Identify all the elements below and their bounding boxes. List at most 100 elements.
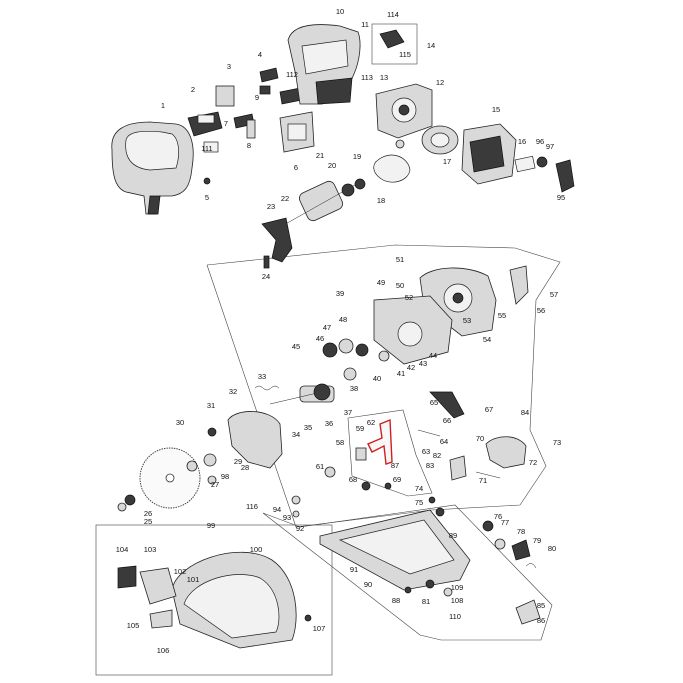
part-label-74: 74 (415, 484, 423, 493)
part-label-110: 110 (449, 612, 461, 621)
saw-blade (139, 447, 201, 509)
lever-62-highlighted (367, 418, 393, 465)
screw-81 (425, 579, 435, 589)
part-label-91: 91 (350, 565, 358, 574)
part-label-9: 9 (255, 93, 259, 102)
part-label-36: 36 (325, 419, 333, 428)
part-label-69: 69 (393, 475, 401, 484)
screw-31 (207, 427, 217, 437)
part-label-13: 13 (380, 73, 388, 82)
part-label-97: 97 (546, 142, 554, 151)
part-label-73: 73 (553, 438, 561, 447)
part-label-27: 27 (211, 480, 219, 489)
motor-housing (287, 24, 361, 105)
part-label-65: 65 (430, 398, 438, 407)
part-label-64: 64 (440, 437, 448, 446)
part-label-28: 28 (241, 463, 249, 472)
part-label-42: 42 (407, 363, 415, 372)
part-label-15: 15 (492, 105, 500, 114)
part-label-84: 84 (521, 408, 529, 417)
switch-lever (259, 67, 279, 83)
part-label-40: 40 (373, 374, 381, 383)
gear-housing-cover (419, 267, 497, 337)
part-label-82: 82 (433, 451, 441, 460)
part-label-66: 66 (443, 416, 451, 425)
brush-detail-box (371, 23, 418, 65)
part-label-45: 45 (292, 342, 300, 351)
bearing-40 (343, 367, 357, 381)
part-label-104: 104 (116, 545, 129, 554)
part-label-86: 86 (537, 616, 545, 625)
part-label-53: 53 (463, 316, 471, 325)
brush-holder (555, 159, 575, 193)
part-label-39: 39 (336, 289, 344, 298)
part-label-89: 89 (449, 531, 457, 540)
screw-69 (384, 482, 392, 490)
part-label-52: 52 (405, 293, 413, 302)
bracket-85 (515, 599, 541, 625)
part-label-77: 77 (501, 518, 509, 527)
part-label-48: 48 (339, 315, 347, 324)
part-label-46: 46 (316, 334, 324, 343)
armature (281, 178, 366, 227)
nut-76 (482, 520, 494, 532)
part-label-35: 35 (304, 423, 312, 432)
part-label-12: 12 (436, 78, 444, 87)
brush-cap (379, 29, 405, 49)
gear-46 (338, 338, 354, 354)
part-label-92: 92 (296, 524, 304, 533)
washer-18 (373, 154, 411, 183)
part-label-67: 67 (485, 405, 493, 414)
part-label-17: 17 (443, 157, 451, 166)
part-label-1: 1 (161, 101, 165, 110)
part-label-18: 18 (377, 196, 385, 205)
flange-26 (124, 494, 136, 506)
washer-108 (443, 587, 453, 597)
knob-83 (449, 455, 467, 481)
guard-32 (227, 411, 283, 469)
motor-assembly-frame (206, 244, 561, 528)
pin-9 (259, 85, 271, 95)
spring-80 (525, 563, 537, 569)
part-label-96: 96 (536, 137, 544, 146)
part-label-81: 81 (422, 597, 430, 606)
part-label-78: 78 (517, 527, 525, 536)
nut-75 (435, 507, 445, 517)
screw-74 (428, 496, 436, 504)
part-label-20: 20 (328, 161, 336, 170)
pin-71 (475, 471, 501, 479)
part-label-101: 101 (187, 575, 200, 584)
bevel-plate-72 (485, 436, 527, 469)
insulation-sheet (514, 155, 536, 173)
lever-56 (509, 265, 529, 305)
clip-13 (395, 139, 405, 149)
part-label-5: 5 (205, 193, 209, 202)
part-label-79: 79 (533, 536, 541, 545)
part-label-62: 62 (367, 418, 375, 427)
base-plate (319, 509, 471, 591)
blade-guard-assembly (117, 551, 312, 649)
part-label-107: 107 (313, 624, 326, 633)
part-label-26: 26 (144, 509, 152, 518)
inner-frame-lever (347, 409, 433, 497)
bearing-45 (322, 342, 338, 358)
part-label-94: 94 (273, 505, 281, 514)
part-label-113: 113 (361, 73, 373, 82)
washer-27 (207, 475, 217, 485)
screw-24 (263, 255, 270, 269)
battery-terminal (187, 111, 223, 137)
bolt-25 (117, 502, 127, 512)
part-label-71: 71 (479, 476, 487, 485)
part-label-32: 32 (229, 387, 237, 396)
blade-guard-assembly-frame (95, 524, 333, 676)
part-label-114: 114 (387, 10, 399, 19)
part-label-72: 72 (529, 458, 537, 467)
part-label-112: 112 (286, 70, 298, 79)
part-label-4: 4 (258, 50, 262, 59)
part-label-23: 23 (267, 202, 275, 211)
part-label-99: 99 (207, 521, 215, 530)
part-label-88: 88 (392, 596, 400, 605)
label-plate (203, 141, 219, 153)
part-label-38: 38 (350, 384, 358, 393)
part-label-2: 2 (191, 85, 195, 94)
